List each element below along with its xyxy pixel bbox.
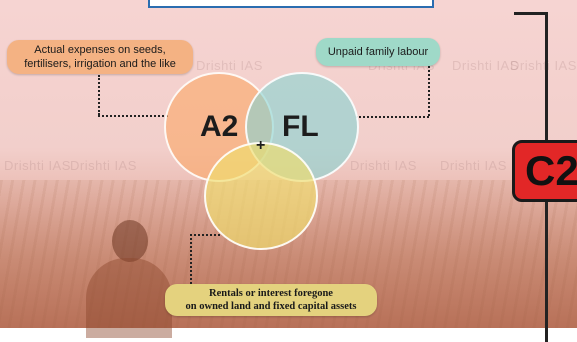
rent-connector-vertical <box>190 234 192 284</box>
a2-description-pill: Actual expenses on seeds, fertilisers, i… <box>7 40 193 74</box>
watermark: Drishti IAS <box>510 58 577 73</box>
watermark: Drishti IAS <box>452 58 519 73</box>
farmer-figure-head <box>112 220 148 262</box>
a2-connector-horizontal <box>98 115 168 117</box>
fl-label: FL <box>282 110 319 143</box>
top-title-box <box>148 0 434 8</box>
watermark: Drishti IAS <box>440 158 507 173</box>
rent-description-pill: Rentals or interest foregone on owned la… <box>165 284 377 316</box>
a2-description-line-1: Actual expenses on seeds, <box>34 44 166 56</box>
rent-description-line-1: Rentals or interest foregone <box>209 288 333 299</box>
rent-description-line-2: on owned land and fixed capital assets <box>185 301 357 312</box>
plus-sign: + <box>256 137 266 154</box>
a2-label: A2 <box>200 110 239 143</box>
watermark: Drishti IAS <box>70 158 137 173</box>
rent-connector-horizontal <box>190 234 220 236</box>
watermark: Drishti IAS <box>196 58 263 73</box>
rentals-circle <box>204 142 318 250</box>
fl-description-text: Unpaid family labour <box>327 46 429 58</box>
fl-connector-horizontal <box>356 116 429 118</box>
a2-connector-vertical <box>98 75 100 115</box>
a2-description-line-2: fertilisers, irrigation and the like <box>24 58 176 70</box>
farmer-figure-body <box>86 258 172 338</box>
watermark: Drishti IAS <box>4 158 71 173</box>
watermark: Drishti IAS <box>350 158 417 173</box>
fl-description-pill: Unpaid family labour <box>316 38 440 66</box>
c2-badge: C2 <box>512 140 577 202</box>
fl-connector-vertical <box>428 66 430 116</box>
